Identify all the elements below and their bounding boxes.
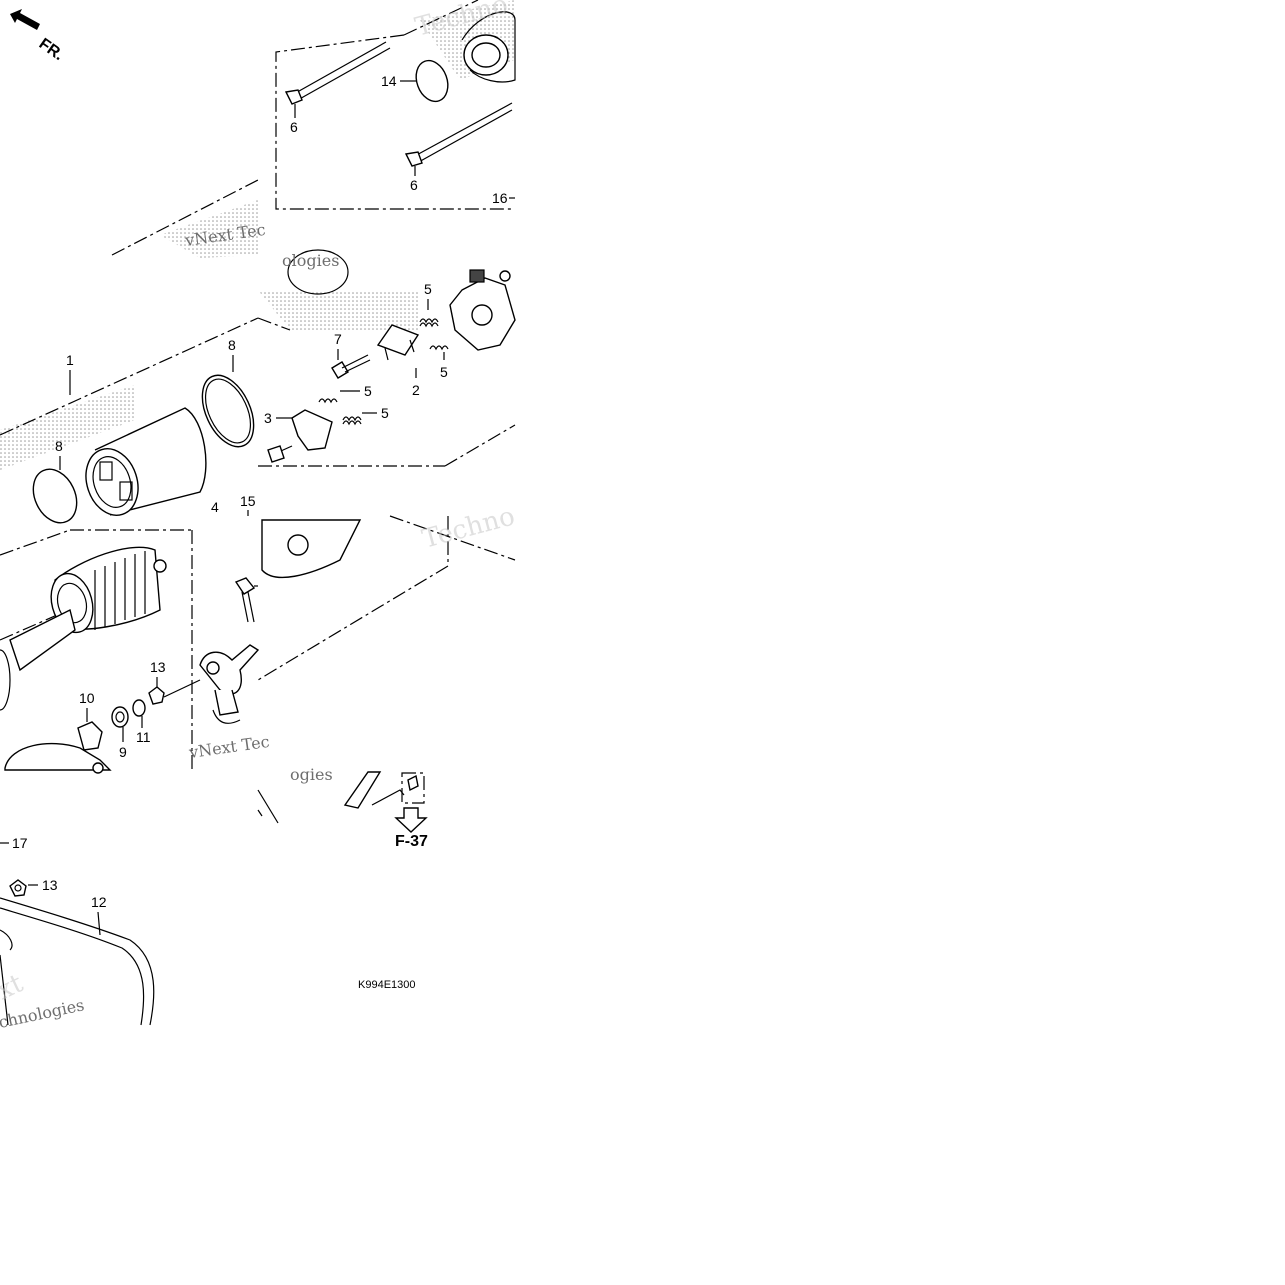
watermark: ogies — [290, 765, 333, 784]
o-ring — [201, 374, 255, 448]
brush-spring — [342, 416, 362, 426]
callout-7: 7 — [334, 331, 342, 347]
callout-8: 8 — [228, 337, 236, 353]
callout-10: 10 — [79, 690, 95, 706]
watermark: xt — [0, 968, 28, 1006]
front-direction-arrow-icon — [10, 9, 40, 30]
brush-spring — [419, 318, 439, 328]
callout-11: 11 — [136, 729, 151, 745]
callout-16: 16 — [492, 190, 508, 206]
brush-spring — [429, 345, 449, 351]
mounting-bolt — [234, 577, 256, 623]
cable-clamp — [343, 771, 425, 809]
callout-3: 3 — [264, 410, 272, 426]
callout-5: 5 — [381, 405, 389, 421]
reference-arrow-icon — [394, 807, 428, 833]
watermark: Techno — [419, 501, 518, 554]
brush-spring — [318, 398, 338, 404]
carbon-brush-terminal — [267, 409, 333, 463]
front-direction-label: FR. — [36, 35, 67, 64]
watermark: vNext Tec — [187, 732, 271, 762]
brush-holder — [449, 269, 516, 351]
callout-6: 6 — [410, 177, 418, 193]
callout-14: 14 — [381, 73, 397, 89]
terminal-nut — [148, 686, 165, 705]
o-ring — [287, 249, 349, 295]
callout-5: 5 — [424, 281, 432, 297]
reference-label: F-37 — [395, 833, 428, 850]
terminal-bolt — [331, 354, 371, 379]
callout-13: 13 — [42, 877, 58, 893]
starter-front-cover — [461, 11, 516, 83]
o-ring — [415, 59, 449, 103]
callout-5: 5 — [364, 383, 372, 399]
starter-cable — [0, 897, 155, 1026]
cable-nut — [9, 879, 27, 897]
terminal-insulator — [77, 721, 103, 751]
callout-15: 15 — [240, 493, 256, 509]
insulator-washer — [111, 706, 129, 728]
inset-frame-bolts — [275, 0, 512, 210]
callout-13: 13 — [150, 659, 166, 675]
armature — [9, 546, 167, 672]
callout-9: 9 — [119, 744, 127, 760]
o-ring — [32, 468, 78, 524]
callout-17: 17 — [12, 835, 28, 851]
starter-motor-case — [85, 407, 207, 516]
callout-2: 2 — [412, 382, 420, 398]
drawing-code: K994E1300 — [358, 979, 416, 991]
washer — [499, 270, 511, 282]
callout-1: 1 — [66, 352, 74, 368]
callout-5: 5 — [440, 364, 448, 380]
callout-4: 4 — [211, 499, 219, 515]
through-bolt-lower — [404, 102, 513, 167]
through-bolt-upper — [284, 41, 391, 105]
rear-cover — [261, 519, 362, 578]
starter-cable-terminal — [199, 644, 260, 724]
starter-end-cover — [4, 742, 112, 774]
flat-washer — [132, 699, 146, 717]
callout-6: 6 — [290, 119, 298, 135]
callout-8: 8 — [55, 438, 63, 454]
watermark: ologies — [282, 251, 339, 270]
callout-12: 12 — [91, 894, 107, 910]
carbon-brush-set — [376, 324, 420, 361]
